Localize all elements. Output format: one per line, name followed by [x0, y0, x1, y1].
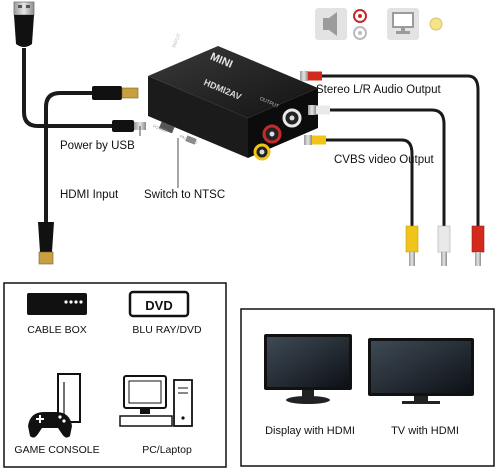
monitor-label: Display with HDMI	[265, 425, 355, 437]
audio-output-label: Stereo L/R Audio Output	[316, 84, 441, 96]
tv-icon	[368, 338, 474, 404]
hdmi-input-label: HDMI Input	[60, 189, 119, 201]
video-output-label: CVBS video Output	[334, 154, 434, 166]
rca-cables	[300, 71, 485, 266]
hdmi-cable-top	[44, 86, 139, 222]
usb-cable	[13, 1, 146, 132]
dvd-badge: DVD	[145, 298, 172, 313]
power-label: Power by USB	[60, 140, 135, 152]
video-jack-icon	[429, 17, 443, 31]
speaker-icon	[315, 8, 347, 40]
displays-panel	[240, 308, 495, 467]
monitor-icon	[387, 8, 419, 40]
cable-box-label: CABLE BOX	[27, 324, 87, 336]
dvd-player-icon	[128, 290, 190, 318]
blu-ray-label: BLU RAY/DVD	[132, 324, 202, 336]
pc-laptop-label: PC/Laptop	[142, 444, 192, 456]
hdmi-monitor-icon	[264, 334, 352, 404]
hdmi-connector-bottom	[38, 222, 54, 265]
switch-port-label: PAL NTSC	[179, 133, 199, 145]
port-input-label: INPUT	[171, 33, 182, 49]
pc-laptop-icon	[119, 375, 193, 427]
audio-jack-icon	[353, 9, 367, 40]
tv-label: TV with HDMI	[391, 425, 459, 437]
sources-panel	[3, 282, 227, 468]
usb-port-label: POWER	[152, 123, 168, 133]
game-console-icon	[28, 373, 81, 438]
hdmi2av-converter	[148, 46, 318, 161]
switch-label: Switch to NTSC	[144, 189, 226, 201]
game-console-label: GAME CONSOLE	[14, 444, 100, 456]
cable-box-icon	[27, 293, 87, 315]
